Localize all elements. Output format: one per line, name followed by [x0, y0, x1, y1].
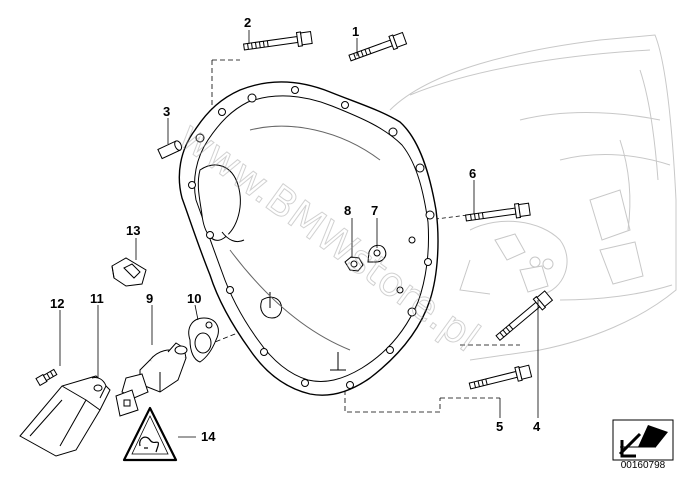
callout-14: 14 — [201, 429, 216, 444]
part-10-gasket — [188, 317, 219, 363]
arrow-box-icon — [612, 419, 674, 461]
part-9-sensor — [115, 342, 188, 417]
callout-8: 8 — [344, 203, 351, 218]
callout-10: 10 — [187, 291, 201, 306]
callout-11: 11 — [90, 291, 104, 306]
part-8-nut — [344, 256, 364, 272]
warning-triangle-icon — [122, 406, 178, 462]
part-5-bolt — [468, 364, 533, 390]
callout-6: 6 — [469, 166, 476, 181]
bell-housing — [178, 81, 439, 396]
part-3-sleeve — [157, 140, 183, 160]
callout-13: 13 — [126, 223, 140, 238]
callout-2: 2 — [244, 15, 251, 30]
callout-12: 12 — [50, 296, 64, 311]
callout-9: 9 — [146, 291, 153, 306]
transmission-body — [389, 34, 677, 361]
callouts — [59, 30, 539, 438]
part-2-bolt — [243, 31, 313, 51]
part-7-clip — [367, 244, 387, 263]
callout-1: 1 — [352, 24, 359, 39]
callout-labels: 1 2 3 4 5 6 7 8 9 10 11 12 13 14 — [50, 15, 541, 444]
callout-4: 4 — [533, 419, 541, 434]
callout-5: 5 — [496, 419, 503, 434]
doc-id: 00160798 — [620, 460, 666, 471]
callout-7: 7 — [371, 203, 378, 218]
part-1-bolt — [348, 31, 408, 62]
part-6-bolt — [465, 202, 531, 222]
callout-3: 3 — [163, 104, 170, 119]
part-11-cover — [19, 375, 111, 457]
part-12-bolt — [35, 368, 58, 387]
part-13-bracket — [111, 257, 147, 287]
part-4-bolt — [495, 290, 554, 342]
